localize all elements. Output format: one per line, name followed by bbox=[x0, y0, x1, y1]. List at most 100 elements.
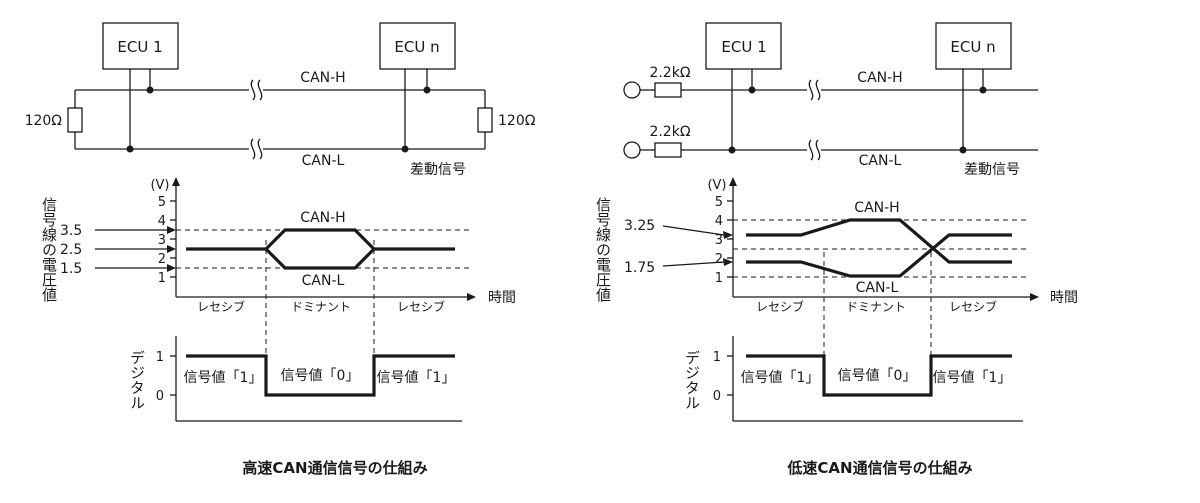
hs-left-resistor-label: 120Ω bbox=[25, 113, 63, 129]
ls-junction-dot bbox=[959, 146, 967, 154]
low-speed-can-panel: ECU 1 ECU n CAN-H CAN-L 2.2kΩ 2.2kΩ 差動信号… bbox=[594, 22, 1078, 477]
ls-break-mark-top bbox=[807, 79, 821, 101]
ls-ecu-1-label: ECU 1 bbox=[721, 38, 766, 56]
ls-pull-resistor-top bbox=[654, 82, 682, 98]
ls-level-arrow bbox=[662, 225, 725, 236]
hs-junction-dot bbox=[423, 86, 431, 94]
hs-ecu-n-label: ECU n bbox=[394, 38, 439, 56]
hs-junction-dot bbox=[146, 86, 154, 94]
hs-volt-tick-label: 3 bbox=[158, 233, 166, 248]
ls-can-l-wave-label: CAN-L bbox=[856, 280, 899, 296]
hs-level-guides: 3.5 2.5 1.5 bbox=[60, 223, 472, 277]
hs-digital-ticks: 01 bbox=[156, 350, 176, 404]
hs-can-l-wave-label: CAN-L bbox=[302, 273, 345, 289]
hs-voltage-ticks: 1 2 3 4 5 bbox=[158, 195, 176, 286]
ls-volt-tick-label: 3 bbox=[715, 233, 723, 248]
hs-ecu-1-box bbox=[102, 22, 179, 70]
ls-recessive-right: レセシブ bbox=[949, 299, 997, 314]
ls-pull-resistor-top-label: 2.2kΩ bbox=[649, 65, 690, 81]
hs-signal-1-left: 信号値「1」 bbox=[184, 370, 263, 386]
ls-signal-1-right: 信号値「1」 bbox=[933, 370, 1012, 386]
ls-source-circle-top bbox=[623, 81, 641, 99]
hs-right-resistor-label: 120Ω bbox=[498, 113, 536, 129]
hs-signal-0: 信号値「0」 bbox=[281, 368, 360, 384]
ls-can-l-wire-label: CAN-L bbox=[859, 153, 902, 169]
hs-digital-tick-label: 1 bbox=[156, 350, 164, 365]
ls-ecu-1-box bbox=[705, 22, 782, 70]
ls-level-arrowhead bbox=[723, 231, 733, 239]
hs-volt-tick-label: 4 bbox=[158, 214, 166, 229]
hs-junction-dot bbox=[401, 145, 409, 153]
hs-time-label: 時間 bbox=[488, 290, 516, 306]
hs-level-arrowhead bbox=[167, 226, 176, 234]
ls-pull-resistor-bottom-label: 2.2kΩ bbox=[649, 124, 690, 140]
ls-level-arrow bbox=[662, 261, 725, 267]
ls-can-h-wire-label: CAN-H bbox=[857, 70, 902, 86]
ls-digital-tick-label: 1 bbox=[713, 350, 721, 365]
ls-junction-dot bbox=[728, 146, 736, 154]
ls-voltage-axis-label: 信号線の電圧値 bbox=[594, 197, 612, 302]
hs-level-label: 1.5 bbox=[60, 261, 82, 277]
ls-volt-tick-label: 5 bbox=[715, 195, 723, 210]
ls-ecu-n-label: ECU n bbox=[950, 38, 995, 56]
ls-level-guides: 3.25 1.75 bbox=[624, 218, 1030, 278]
hs-left-terminator-resistor bbox=[67, 107, 83, 133]
hs-ecu-1-label: ECU 1 bbox=[117, 38, 162, 56]
ls-volt-unit: (V) bbox=[707, 178, 726, 193]
ls-can-h-wave-label: CAN-H bbox=[854, 200, 899, 216]
ls-volt-tick-label: 4 bbox=[715, 214, 723, 229]
hs-digital-waveform bbox=[186, 354, 455, 397]
ls-voltage-ticks: 1 2 3 4 5 bbox=[715, 195, 733, 286]
ls-time-label: 時間 bbox=[1050, 290, 1078, 306]
hs-can-l-wire-label: CAN-L bbox=[302, 153, 345, 169]
hs-break-mark-top bbox=[249, 79, 263, 101]
ls-volt-tick-label: 2 bbox=[715, 252, 723, 267]
ls-bus-wiring bbox=[623, 22, 1038, 161]
high-speed-can-panel: ECU 1 ECU n CAN-H CAN-L 120Ω 120Ω 差動信号 (… bbox=[25, 22, 536, 477]
hs-can-h-waveform bbox=[186, 228, 455, 251]
hs-volt-tick-label: 5 bbox=[158, 195, 166, 210]
ls-can-h-waveform bbox=[746, 218, 1012, 264]
ls-digital-waveform bbox=[746, 354, 1012, 397]
ls-junction-dot bbox=[979, 86, 987, 94]
hs-can-h-wire-label: CAN-H bbox=[300, 70, 345, 86]
ls-signal-0: 信号値「0」 bbox=[838, 368, 917, 384]
ls-level-label: 3.25 bbox=[624, 218, 655, 234]
ls-source-circle-bottom bbox=[623, 141, 641, 159]
hs-level-arrowhead bbox=[167, 264, 176, 272]
ls-dominant: ドミナント bbox=[846, 300, 906, 314]
ls-volt-tick-label: 1 bbox=[715, 271, 723, 286]
ls-level-label: 1.75 bbox=[624, 260, 655, 276]
hs-level-label: 3.5 bbox=[60, 223, 82, 239]
ls-recessive-left: レセシブ bbox=[756, 299, 804, 314]
hs-title: 高速CAN通信信号の仕組み bbox=[242, 459, 427, 477]
hs-volt-unit: (V) bbox=[150, 178, 169, 193]
hs-recessive-right: レセシブ bbox=[397, 299, 445, 314]
ls-differential-label: 差動信号 bbox=[964, 162, 1020, 178]
hs-ecu-n-box bbox=[379, 22, 456, 70]
hs-volt-tick-label: 1 bbox=[158, 271, 166, 286]
hs-differential-label: 差動信号 bbox=[410, 162, 466, 178]
ls-junction-dot bbox=[748, 86, 756, 94]
hs-digital-tick-label: 0 bbox=[156, 389, 164, 404]
ls-signal-1-left: 信号値「1」 bbox=[741, 370, 820, 386]
ls-voltage-graph: (V) 1 2 3 4 5 3.25 1.75 CAN-H CAN-L 時間 レセシブ ド… bbox=[594, 177, 1078, 314]
hs-can-h-wave-label: CAN-H bbox=[300, 210, 345, 226]
hs-volt-tick-label: 2 bbox=[158, 252, 166, 267]
hs-digital-axis-label: デジタル bbox=[128, 350, 146, 410]
hs-level-label: 2.5 bbox=[60, 242, 82, 258]
ls-digital-graph: 01 信号値「1」 信号値「0」 信号値「1」 デジタル bbox=[683, 336, 1023, 422]
ls-ecu-n-box bbox=[935, 22, 1012, 70]
ls-level-arrowhead bbox=[723, 258, 733, 266]
hs-signal-1-right: 信号値「1」 bbox=[377, 370, 456, 386]
ls-pull-resistor-bottom bbox=[654, 142, 682, 158]
hs-dominant: ドミナント bbox=[291, 300, 351, 314]
hs-voltage-axis-label: 信号線の電圧値 bbox=[40, 197, 58, 302]
ls-can-l-waveform bbox=[746, 233, 1012, 278]
ls-digital-tick-label: 0 bbox=[713, 389, 721, 404]
hs-break-mark-bottom bbox=[249, 138, 263, 160]
hs-level-arrowhead bbox=[167, 245, 176, 253]
